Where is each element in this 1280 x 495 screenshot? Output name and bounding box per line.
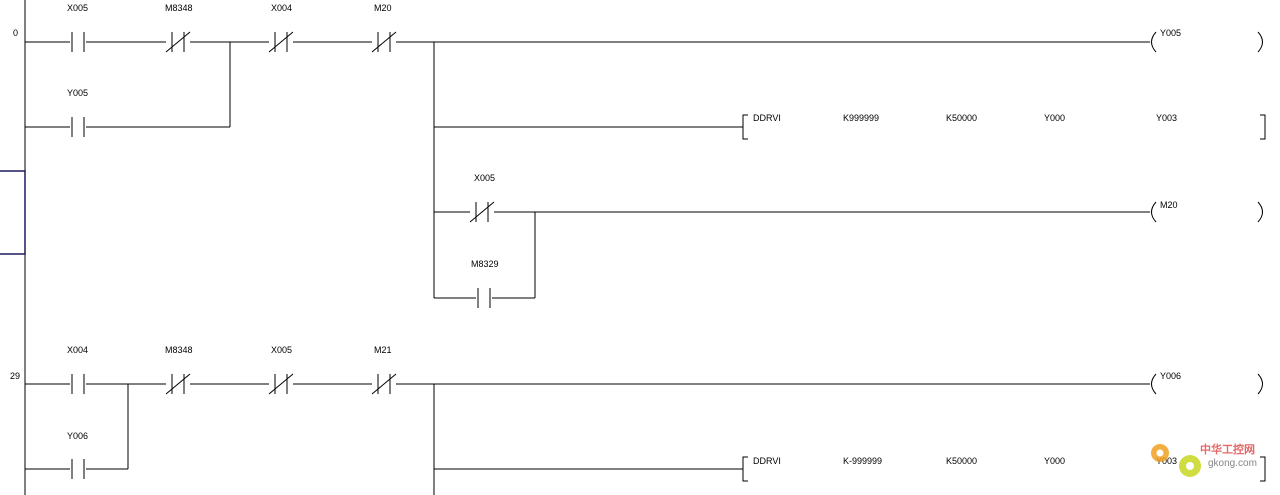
contact-m21-nc[interactable]: M21: [371, 345, 397, 395]
contact-x005-no[interactable]: X005: [67, 3, 88, 52]
contact-label: X004: [271, 3, 292, 13]
contact-label: Y005: [67, 88, 88, 98]
rung-29: X004 M8348 X005 M21 Y006: [25, 345, 1266, 495]
rung-0: X005 M8348 X004 M20 Y00: [25, 3, 1266, 308]
watermark-url-text: gkong.com: [1208, 458, 1257, 469]
step-number-0: 0: [13, 28, 18, 38]
coil-label: Y005: [1160, 28, 1181, 38]
operand-3: Y000: [1044, 113, 1065, 123]
contact-label: M8348: [165, 345, 193, 355]
instruction-ddrvi[interactable]: DDRVI K999999 K50000 Y000 Y003: [742, 113, 1266, 140]
instruction-ddrvi[interactable]: DDRVI K-999999 K50000 Y000 Y003: [742, 456, 1266, 482]
operand-3: Y000: [1044, 456, 1065, 466]
contact-label: Y006: [67, 431, 88, 441]
contact-label: X005: [67, 3, 88, 13]
coil-y006[interactable]: Y006: [1151, 371, 1263, 395]
contact-m8348-nc[interactable]: M8348: [165, 3, 193, 53]
operand-2: K50000: [946, 456, 977, 466]
contact-label: X004: [67, 345, 88, 355]
contact-label: M8329: [471, 259, 499, 269]
contact-y005-no[interactable]: Y005: [67, 88, 88, 137]
contact-x004-nc[interactable]: X004: [268, 3, 294, 53]
operand-1: K-999999: [843, 456, 882, 466]
coil-m20[interactable]: M20: [1151, 200, 1263, 223]
contact-label: M21: [374, 345, 392, 355]
contact-label: X005: [271, 345, 292, 355]
operand-1: K999999: [843, 113, 879, 123]
instruction-name: DDRVI: [753, 456, 781, 466]
operand-4: Y003: [1156, 113, 1177, 123]
contact-m8329-no[interactable]: M8329: [471, 259, 499, 308]
watermark-cn-text: 中华工控网: [1200, 442, 1255, 456]
contact-x004-no[interactable]: X004: [67, 345, 88, 394]
gear-icon: [1151, 444, 1201, 477]
contact-y006-no[interactable]: Y006: [67, 431, 88, 479]
contact-label: M8348: [165, 3, 193, 13]
coil-y005[interactable]: Y005: [1151, 28, 1263, 53]
contact-x005-nc[interactable]: X005: [469, 173, 495, 223]
operand-2: K50000: [946, 113, 977, 123]
contact-x005-nc[interactable]: X005: [268, 345, 294, 395]
operand-4: Y003: [1156, 456, 1177, 466]
coil-label: Y006: [1160, 371, 1181, 381]
step-number-29: 29: [10, 371, 20, 381]
gkong-watermark-logo: 中华工控网 gkong.com: [1151, 442, 1257, 477]
contact-m8348-nc[interactable]: M8348: [165, 345, 193, 395]
contact-m20-nc[interactable]: M20: [371, 3, 397, 53]
selection-cursor[interactable]: [0, 170, 26, 255]
coil-label: M20: [1160, 200, 1178, 210]
contact-label: M20: [374, 3, 392, 13]
instruction-name: DDRVI: [753, 113, 781, 123]
contact-label: X005: [474, 173, 495, 183]
